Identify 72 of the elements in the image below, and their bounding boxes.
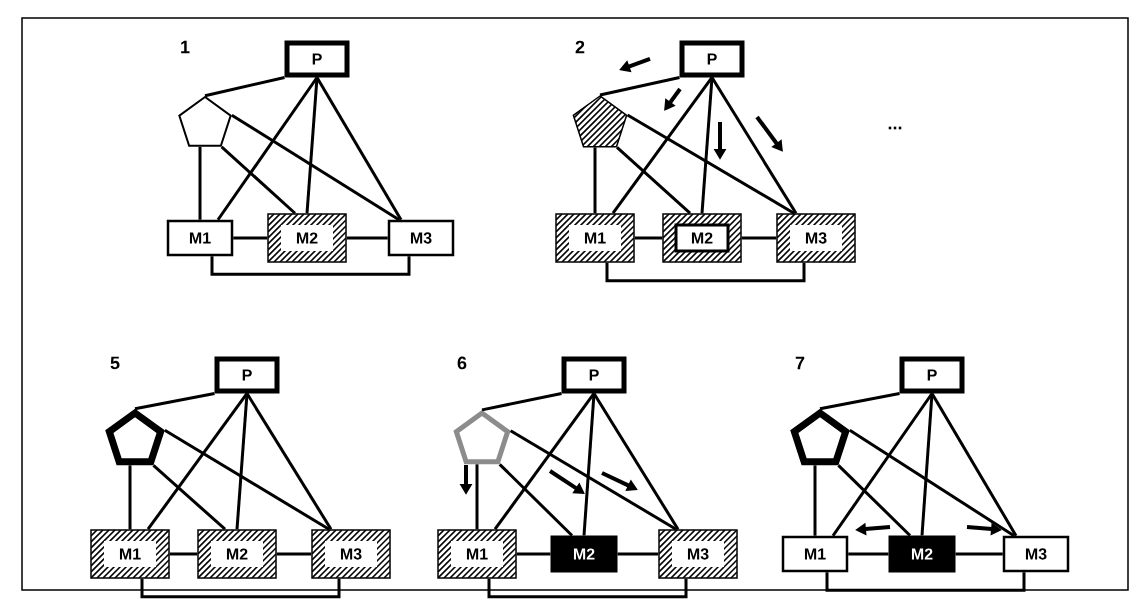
hatched-box: M2 — [662, 213, 742, 263]
labeled-box: P — [679, 40, 745, 78]
panel-number: 5 — [110, 356, 120, 370]
connector-line — [825, 572, 1026, 592]
hatched-box: M2 — [267, 213, 347, 263]
connector-line — [346, 236, 388, 240]
connector-line — [235, 393, 249, 530]
connector-line — [233, 236, 268, 240]
connector-line — [128, 465, 132, 530]
labeled-box: P — [214, 356, 280, 394]
connector-line — [152, 464, 226, 531]
connector-line — [305, 77, 319, 214]
house-shape — [572, 95, 628, 148]
connector-line — [605, 262, 806, 283]
filled-box: M2 — [888, 535, 956, 573]
connector-line — [700, 77, 714, 214]
connector-line — [169, 552, 198, 556]
connector-line — [509, 429, 677, 531]
connector-line — [498, 463, 574, 537]
panel-number: 6 — [457, 356, 467, 370]
connector-line — [955, 552, 1003, 556]
connector-line — [592, 392, 680, 531]
hatched-box: M3 — [776, 213, 856, 263]
connector-line — [930, 392, 1018, 537]
panel-number: 2 — [575, 40, 585, 54]
connector-line — [475, 464, 479, 530]
connector-line — [487, 578, 688, 599]
connector-line — [516, 552, 551, 556]
connector-line — [231, 114, 400, 221]
connector-line — [819, 392, 900, 411]
hatched-box: M3 — [311, 529, 391, 579]
connector-line — [849, 429, 1015, 537]
connector-line — [634, 236, 663, 240]
connector-line — [920, 393, 934, 536]
connector-line — [593, 147, 597, 214]
panel-number: 1 — [181, 40, 190, 54]
connector-line — [582, 393, 596, 536]
connector-line — [837, 464, 912, 537]
hatched-box: M1 — [555, 213, 635, 263]
labeled-box: M3 — [387, 219, 455, 257]
connector-line — [204, 76, 285, 98]
connector-line — [481, 392, 562, 412]
connector-line — [813, 465, 817, 536]
connector-line — [710, 76, 798, 215]
labeled-box: P — [561, 356, 627, 394]
hatched-box: M1 — [90, 529, 170, 579]
connector-line — [210, 256, 411, 276]
labeled-box: P — [899, 356, 965, 394]
hatched-box: M3 — [658, 529, 738, 579]
labeled-box: M1 — [166, 219, 234, 257]
ellipsis: ... — [888, 126, 902, 130]
labeled-box: P — [284, 40, 350, 78]
connector-line — [315, 76, 403, 221]
connector-line — [140, 578, 341, 599]
connector-line — [198, 146, 202, 220]
connector-line — [276, 552, 312, 556]
connector-line — [626, 113, 795, 215]
panel-number: 7 — [795, 356, 805, 370]
labeled-box: M3 — [1002, 535, 1070, 573]
connector-line — [599, 76, 680, 97]
connector-line — [134, 392, 215, 411]
hatched-box: M2 — [197, 529, 277, 579]
labeled-box: M1 — [781, 535, 849, 573]
filled-box: M2 — [550, 535, 618, 573]
connector-line — [220, 145, 296, 215]
connector-line — [848, 552, 889, 556]
connector-line — [245, 392, 333, 531]
connector-line — [617, 552, 659, 556]
connector-line — [616, 146, 691, 215]
hatched-box: M1 — [437, 529, 517, 579]
connector-line — [164, 429, 330, 531]
connector-line — [741, 236, 777, 240]
